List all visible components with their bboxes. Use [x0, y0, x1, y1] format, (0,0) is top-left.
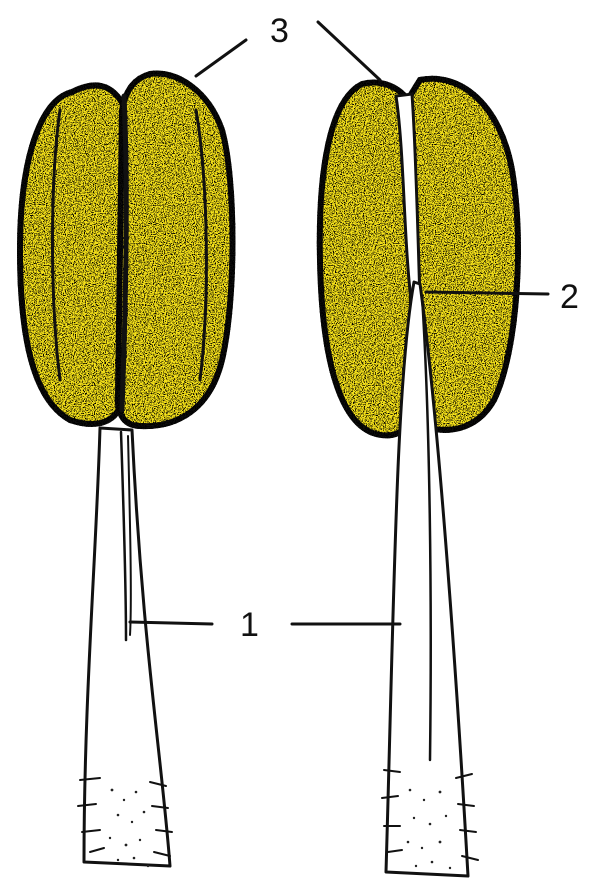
label-connective: 2	[560, 278, 579, 316]
leader-3-right	[318, 22, 380, 80]
left-stamen	[20, 73, 233, 867]
leader-1-left	[130, 622, 212, 624]
leader-3-left	[196, 40, 246, 76]
left-filament	[84, 428, 170, 866]
leader-2	[426, 292, 548, 294]
right-stamen	[320, 79, 518, 876]
label-filament: 1	[240, 606, 259, 644]
label-anther: 3	[270, 12, 289, 50]
